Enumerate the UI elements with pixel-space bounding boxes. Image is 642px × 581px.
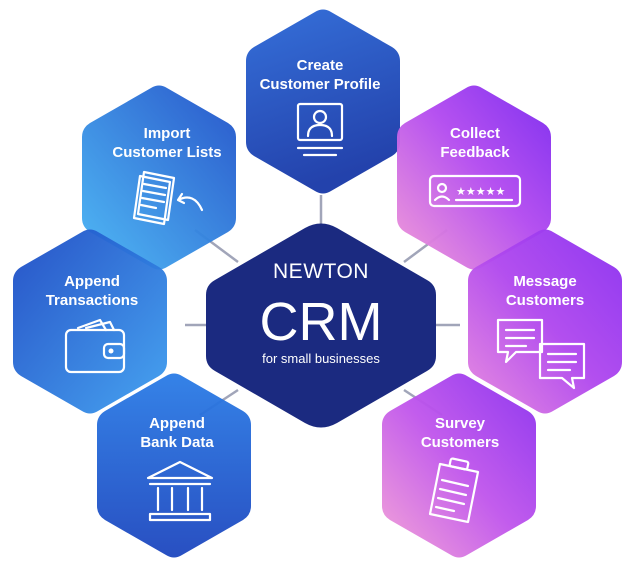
node-import-lists: Import Customer Lists <box>82 85 236 270</box>
node-label-line1: Import <box>144 125 191 142</box>
profile-card-icon <box>296 102 344 157</box>
node-label-line2: Customer Lists <box>112 144 221 161</box>
product-tagline: for small businesses <box>262 351 380 366</box>
wallet-icon <box>64 318 126 374</box>
node-label-line2: Customers <box>421 434 499 451</box>
node-label-line1: Survey <box>435 415 486 432</box>
node-label-line1: Message <box>513 273 576 290</box>
clipboard-icon <box>428 457 480 524</box>
node-append-transactions: Append Transactions <box>13 229 167 414</box>
bank-icon <box>146 460 214 522</box>
stars-glyphs: ★★★★★ <box>456 185 505 198</box>
node-create-profile: Create Customer Profile <box>246 9 400 194</box>
node-label-line1: Create <box>297 57 344 74</box>
node-label-line2: Bank Data <box>140 434 214 451</box>
node-label-line1: Append <box>149 415 205 432</box>
brand-name: NEWTON <box>273 260 369 283</box>
chat-bubbles-icon <box>496 318 586 390</box>
node-label-line1: Append <box>64 273 120 290</box>
product-name: CRM <box>260 292 383 352</box>
node-append-bank-data: Append Bank Data <box>97 373 251 558</box>
node-label-line1: Collect <box>450 125 500 142</box>
node-collect-feedback: Collect Feedback ★★★★★ <box>397 85 551 270</box>
node-label-line2: Customers <box>506 292 584 309</box>
document-import-icon <box>132 170 204 226</box>
node-label-line2: Feedback <box>440 144 510 161</box>
rating-stars-icon: ★★★★★ <box>428 174 522 208</box>
node-label-line2: Transactions <box>46 292 139 309</box>
node-label-line2: Customer Profile <box>260 76 381 93</box>
center-hub: NEWTON CRM for small businesses <box>206 223 436 428</box>
node-message-customers: Message Customers <box>468 229 622 414</box>
node-survey-customers: Survey Customers <box>382 373 536 558</box>
